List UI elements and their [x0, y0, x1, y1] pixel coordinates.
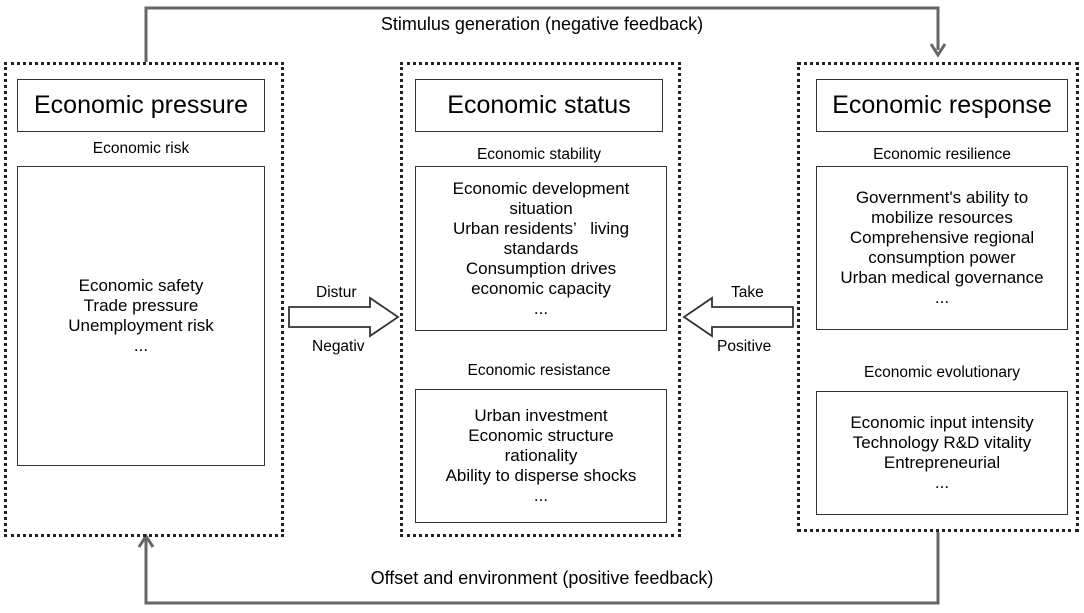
negative-feedback-label: Stimulus generation (negative feedback) — [380, 14, 704, 34]
resistance-item: Urban investment — [474, 406, 608, 425]
resilience-item: ... — [934, 288, 950, 307]
negative-feedback-loop-line — [144, 6, 940, 62]
risk-item: Trade pressure — [83, 296, 199, 315]
resilience-item: Comprehensive regional — [849, 228, 1035, 247]
economic-evolutionary-label: Economic evolutionary — [864, 364, 1020, 381]
resilience-item: Government's ability to — [855, 188, 1029, 207]
stability-item: economic capacity — [471, 278, 611, 298]
resistance-item: ... — [533, 486, 549, 505]
evolutionary-item: Technology R&D vitality — [852, 433, 1032, 452]
pressure-title: Economic pressure — [17, 79, 265, 132]
resilience-item: Urban medical governance — [840, 268, 1044, 287]
status-panel — [400, 62, 681, 537]
positive-label: Positive — [717, 338, 772, 355]
economic-stability-label: Economic stability — [476, 146, 602, 163]
pressure-panel — [4, 62, 284, 537]
positive-feedback-loop-line — [144, 532, 940, 605]
stability-item: Economic development — [452, 178, 630, 198]
evolutionary-item: ... — [934, 473, 950, 492]
disturbance-label: Distur — [316, 284, 357, 301]
economic-resistance-box: Urban investment Economic structure rati… — [415, 389, 667, 523]
stability-item: Consumption drives — [465, 258, 617, 278]
take-label: Take — [731, 284, 764, 301]
risk-item: Unemployment risk — [68, 316, 214, 335]
resistance-item: rationality — [504, 446, 578, 465]
evolutionary-item: Economic input intensity — [850, 413, 1034, 432]
economic-resilience-label: Economic resilience — [873, 146, 1011, 163]
evolutionary-item: Entrepreneurial — [883, 453, 1001, 472]
economic-resistance-label: Economic resistance — [467, 362, 611, 379]
risk-item: Economic safety — [78, 276, 204, 295]
negative-label: Negativ — [312, 338, 365, 355]
resilience-item: mobilize resources — [871, 208, 1013, 227]
positive-feedback-label: Offset and environment (positive feedbac… — [370, 568, 714, 588]
negative-feedback-arrowhead — [929, 43, 947, 58]
economic-resilience-box: Government's ability to mobilize resourc… — [816, 166, 1068, 330]
resistance-item: Economic structure — [468, 426, 614, 445]
stability-item: standards — [503, 238, 579, 258]
status-title: Economic status — [415, 79, 663, 132]
disturbance-arrow — [288, 296, 400, 338]
resilience-item: consumption power — [868, 248, 1016, 267]
economic-evolutionary-box: Economic input intensity Technology R&D … — [816, 391, 1068, 515]
stability-item: situation — [509, 198, 573, 218]
risk-item: ... — [133, 336, 149, 355]
economic-risk-label: Economic risk — [92, 140, 190, 157]
response-panel — [797, 62, 1079, 532]
resistance-item: Ability to disperse shocks — [445, 466, 637, 485]
stability-item: Urban residents’ living — [452, 218, 630, 238]
positive-take-arrow — [682, 296, 794, 338]
response-title: Economic response — [816, 79, 1068, 132]
economic-risk-box: Economic safety Trade pressure Unemploym… — [17, 166, 265, 466]
economic-stability-box: Economic development situation Urban res… — [415, 166, 667, 331]
stability-item: ... — [533, 298, 549, 318]
